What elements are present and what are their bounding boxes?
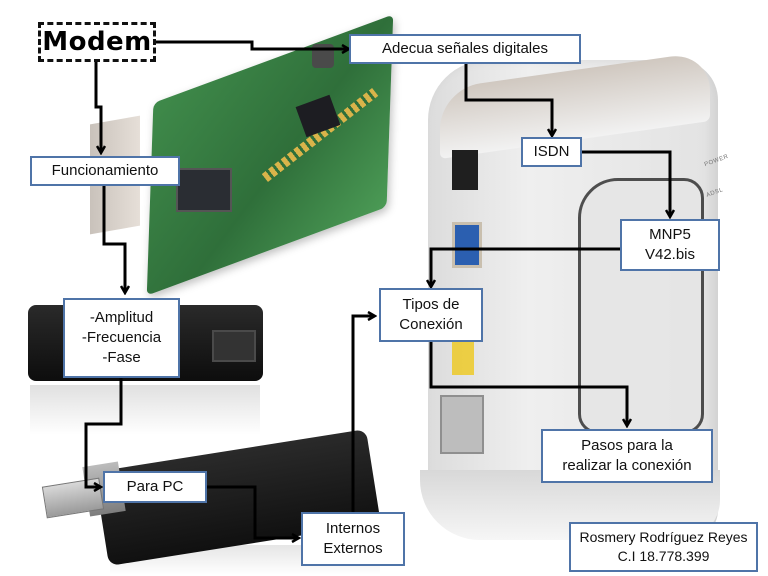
edge-tipos-pasos — [429, 341, 627, 426]
root-node-modem: Modem — [38, 22, 156, 62]
node-label-line1: Tipos de — [402, 296, 460, 313]
usb-stick-reflection — [30, 385, 260, 435]
node-amplitud-frecuencia-fase: -Amplitud -Frecuencia -Fase — [63, 298, 180, 378]
node-tipos-de-conexion: Tipos de Conexión — [379, 288, 483, 342]
node-funcionamiento: Funcionamiento — [30, 156, 180, 186]
node-label-line1: Pasos para la — [581, 437, 673, 454]
node-label-line3: -Fase — [102, 349, 141, 366]
node-label-line2: Externos — [323, 540, 383, 557]
edge-mnp5-tipos — [431, 247, 620, 287]
author-credits: Rosmery Rodríguez Reyes C.I 18.778.399 — [569, 522, 758, 572]
node-label-line1: MNP5 — [649, 226, 691, 243]
router-power-port — [452, 150, 478, 190]
router-ethernet-port — [452, 335, 474, 375]
router-phone-port — [440, 395, 484, 454]
router-usb-port — [452, 222, 482, 268]
node-label: ISDN — [533, 143, 570, 160]
node-label: Para PC — [126, 478, 184, 495]
node-label-line2: -Frecuencia — [81, 329, 162, 346]
edge-isdn-mnp5 — [582, 150, 670, 217]
edge-modem-adecua — [156, 40, 349, 49]
pci-card-rj11-jacks — [176, 168, 232, 212]
node-label: Funcionamiento — [51, 162, 159, 179]
node-label-line2: V42.bis — [644, 246, 696, 263]
edge-parapc-internos — [207, 485, 299, 538]
node-label-line1: Internos — [325, 520, 381, 537]
edge-internos-tipos — [351, 316, 375, 512]
node-isdn: ISDN — [521, 137, 582, 167]
node-internos-externos: Internos Externos — [301, 512, 405, 566]
node-label: Adecua señales digitales — [382, 40, 548, 57]
node-mnp5-v42bis: MNP5 V42.bis — [620, 219, 720, 271]
node-label-line2: realizar la conexión — [562, 457, 692, 474]
node-para-pc: Para PC — [103, 471, 207, 503]
edge-modem-funcionamiento — [94, 62, 101, 153]
usb-stick-connector-slot — [212, 330, 256, 362]
root-node-label: Modem — [42, 27, 152, 57]
author-id: C.I 18.778.399 — [617, 548, 710, 564]
edge-caracteristicas-parapc — [84, 378, 123, 487]
edge-adecua-isdn — [464, 64, 552, 136]
node-label-line1: -Amplitud — [89, 309, 154, 326]
edge-funcionamiento-caracteristicas — [102, 186, 125, 293]
node-label-line2: Conexión — [399, 316, 463, 333]
author-name: Rosmery Rodríguez Reyes — [579, 529, 748, 545]
node-pasos-conexion: Pasos para la realizar la conexión — [541, 429, 713, 483]
node-adecua-senales: Adecua señales digitales — [349, 34, 581, 64]
